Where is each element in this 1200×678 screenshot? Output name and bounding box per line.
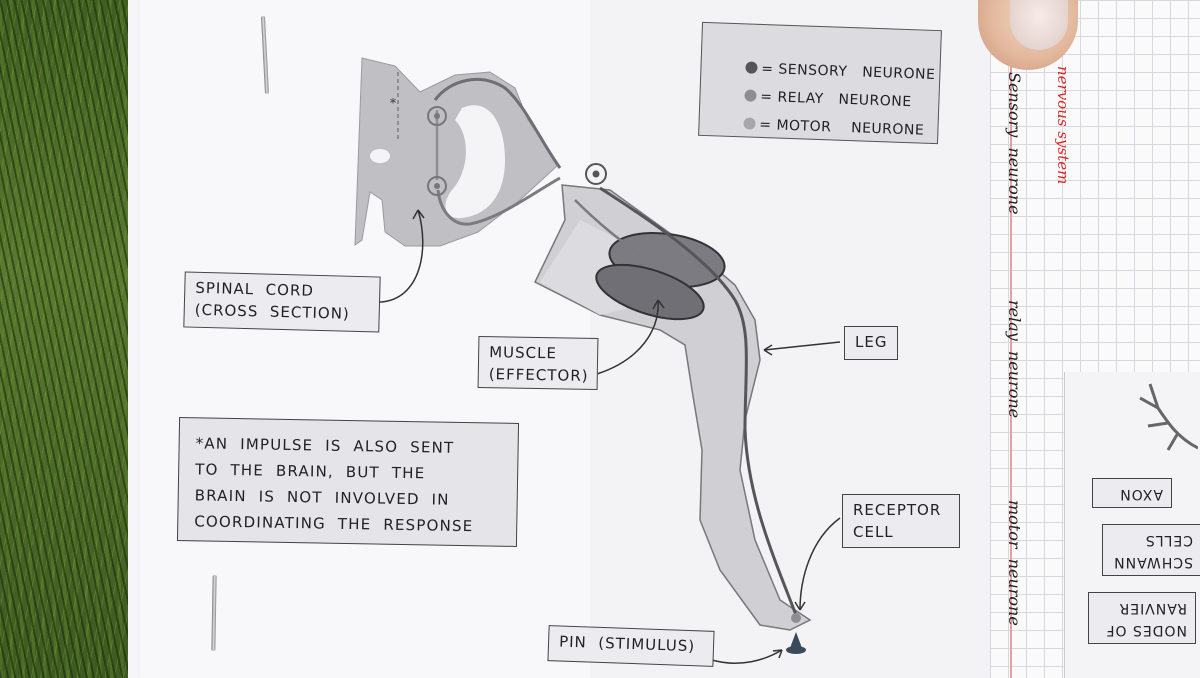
receptor-cell	[791, 613, 801, 623]
spinal-cord-shape	[354, 57, 559, 247]
relay-cell-body-top	[427, 106, 447, 126]
pin-label-text: PIN (STIMULUS)	[558, 632, 696, 656]
notebook-margin-line	[1010, 0, 1012, 678]
neuron-branch-icon	[1139, 383, 1198, 451]
leg-label-text: LEG	[855, 333, 888, 351]
nodes-label-line1: NODES OF	[1105, 622, 1187, 638]
footnote-line4: COORDINATING THE RESPONSE	[194, 512, 474, 536]
receptor-label-line1: RECEPTOR	[853, 501, 942, 519]
spinal-cord-label: SPINAL CORD (CROSS SECTION)	[183, 271, 381, 333]
motor-dot-icon	[743, 117, 756, 130]
receptor-label: RECEPTOR CELL	[842, 494, 960, 548]
axon-label-text: AXON	[1119, 486, 1163, 502]
axon-label: AXON	[1092, 478, 1172, 508]
motor-pathway	[436, 176, 561, 226]
arrow-muscle	[596, 299, 659, 375]
footnote-box: *AN IMPULSE IS ALSO SENT TO THE BRAIN, B…	[176, 417, 520, 547]
pin-icon	[790, 632, 802, 648]
muscle-label-line1: MUSCLE	[489, 343, 558, 363]
legend-motor-label: = MOTOR NEURONE	[759, 116, 925, 139]
pin-label: PIN (STIMULUS)	[547, 625, 715, 667]
schwann-label: SCHWANN CELLS	[1102, 524, 1200, 576]
spinal-cord-label-line2: (CROSS SECTION)	[194, 300, 351, 323]
lower-muscle	[595, 263, 705, 321]
sensory-pathway	[433, 78, 562, 169]
leg-motor-nerve	[574, 199, 641, 256]
muscle-label: MUSCLE (EFFECTOR)	[477, 335, 599, 391]
handwriting-nervous-system: nervous system	[1054, 66, 1072, 185]
schwann-label-line1: SCHWANN	[1113, 554, 1193, 570]
relay-cell-body-bottom	[427, 176, 447, 196]
grey-matter-gap	[445, 105, 505, 219]
leg-label: LEG	[844, 326, 898, 360]
arrow-spinal	[379, 209, 424, 303]
leg-sensory-nerve	[599, 186, 798, 616]
handwriting-sensory: Sensory neurone	[1005, 72, 1024, 215]
arrow-receptor	[799, 517, 841, 611]
arrow-pin	[711, 649, 783, 664]
legend-motor: = MOTOR NEURONE	[723, 100, 925, 155]
muscle-label-line2: (EFFECTOR)	[488, 365, 589, 385]
handwriting-motor: motor neurone	[1005, 500, 1024, 626]
nodes-label: NODES OF RANVIER	[1088, 592, 1196, 644]
receptor-label-line2: CELL	[853, 523, 894, 541]
central-canal	[370, 149, 390, 163]
handwriting-relay: relay neurone	[1005, 300, 1024, 419]
nodes-label-line2: RANVIER	[1118, 600, 1188, 616]
legend-box: = SENSORY NEURONE = RELAY NEURONE = MOTO…	[698, 21, 942, 145]
asterisk-mark: *	[390, 96, 396, 110]
arrow-leg	[763, 341, 841, 351]
thumbnail	[1010, 0, 1068, 50]
schwann-label-line2: CELLS	[1144, 532, 1193, 548]
